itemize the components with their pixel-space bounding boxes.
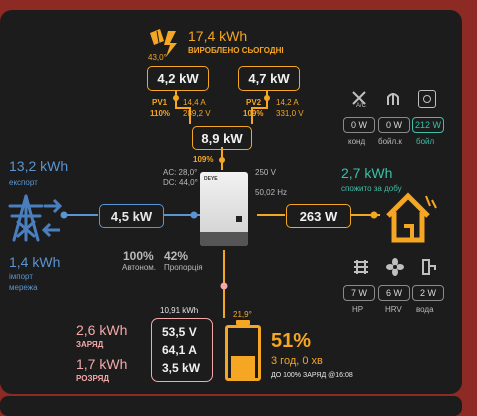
inverter-ac-temp: AC: 28,0°: [163, 168, 198, 177]
battery-full-at: ДО 100% ЗАРЯД @16:08: [271, 372, 353, 379]
device-hp-value[interactable]: 7 W: [343, 285, 375, 301]
grid-import-label-2: мережа: [9, 283, 38, 292]
inverter-voltage: 250 V: [255, 168, 276, 177]
boiler-icon: [418, 90, 436, 108]
inverter-dc-temp: DC: 44,0°: [163, 178, 198, 187]
ac-icon: A/C: [350, 89, 368, 112]
pv2-current: 14,2 A: [276, 98, 299, 107]
battery-charge-label: ЗАРЯД: [76, 340, 104, 349]
grid-flow-dot: [60, 211, 68, 219]
pv2-line: [251, 91, 268, 124]
pv-total-percent: 109%: [193, 155, 214, 164]
battery-charge-value: 2,6 kWh: [76, 322, 128, 338]
device-water-value[interactable]: 2 W: [412, 285, 444, 301]
battery-temp: 21,9°: [233, 310, 252, 319]
pv1-name: PV1: [152, 98, 168, 107]
load-power-box[interactable]: 263 W: [286, 204, 351, 228]
pv1-voltage: 289,2 V: [183, 109, 211, 118]
battery-flow-dot: [220, 282, 228, 290]
load-consumed-label: спожито за добу: [341, 184, 402, 193]
battery-voltage: 53,5 V: [162, 325, 197, 339]
pv2-flow-dot: [264, 95, 270, 101]
device-water-label: вода: [416, 305, 434, 314]
grid-export-label: експорт: [9, 178, 38, 187]
fan-icon: [386, 258, 404, 281]
inverter-frequency: 50,02 Hz: [255, 188, 288, 197]
autonomy-label: Автоном.: [122, 263, 157, 272]
pv2-power-box[interactable]: 4,7 kW: [238, 66, 300, 91]
autonomy-value: 100%: [123, 249, 154, 263]
device-boiler-value[interactable]: 212 W: [412, 117, 444, 133]
ratio-value: 42%: [164, 249, 189, 263]
pv1-flow-dot: [173, 95, 179, 101]
pv1-percent: 110%: [150, 109, 171, 118]
solar-temp: 43,0°: [148, 53, 167, 62]
pv-total-power-box[interactable]: 8,9 kW: [192, 126, 252, 150]
water-pump-icon: [419, 258, 437, 281]
device-boiler-k-label: бойл.к: [378, 137, 402, 146]
battery-stats-box[interactable]: [151, 318, 213, 382]
house-icon[interactable]: [382, 190, 438, 251]
pv-flow-dot: [219, 157, 225, 163]
grid-export-value: 13,2 kWh: [9, 158, 69, 174]
pv2-name: PV2: [246, 98, 262, 107]
battery-power: 3,5 kW: [162, 361, 201, 375]
load-flow-dot: [370, 211, 378, 219]
pv1-current: 14,4 A: [183, 98, 206, 107]
pv2-percent: 109%: [243, 109, 264, 118]
solar-produced-label: ВИРОБЛЕНО СЬОГОДНІ: [188, 46, 284, 55]
device-hrv-label: HRV: [385, 305, 402, 314]
battery-soc: 51%: [271, 330, 312, 352]
grid-power-box[interactable]: 4,5 kW: [99, 204, 164, 228]
ratio-label: Пропорція: [164, 263, 203, 272]
device-ac-value[interactable]: 0 W: [343, 117, 375, 133]
grid-import-label-1: імпорт: [9, 272, 33, 281]
inverter-image[interactable]: DEYE: [200, 172, 248, 246]
battery-energy: 10,91 kWh: [160, 306, 199, 315]
power-tower-icon: [8, 192, 64, 249]
heat-pump-icon: [352, 258, 370, 281]
battery-discharge-label: РОЗРЯД: [76, 374, 110, 383]
device-ac-label: конд: [348, 137, 366, 146]
grid-import-value: 1,4 kWh: [9, 254, 61, 270]
battery-current: 64,1 A: [162, 343, 197, 357]
device-hrv-value[interactable]: 6 W: [378, 285, 410, 301]
device-boiler-label: бойл: [416, 137, 435, 146]
solar-produced-value: 17,4 kWh: [188, 28, 248, 44]
battery-time-left: 3 год, 0 хв: [271, 355, 323, 367]
battery-level-fill: [231, 356, 255, 378]
flow-lines: [60, 91, 380, 318]
device-hp-label: HP: [352, 305, 364, 314]
inverter-brand-logo: DEYE: [204, 176, 218, 182]
boiler-k-icon: [384, 89, 402, 112]
pv2-voltage: 331,0 V: [276, 109, 304, 118]
battery-discharge-value: 1,7 kWh: [76, 356, 128, 372]
grid-flow-dot-2: [190, 211, 198, 219]
svg-text:A/C: A/C: [356, 103, 367, 107]
battery-icon[interactable]: [225, 320, 261, 381]
solar-panel-icon: [146, 27, 186, 62]
inverter-display-icon: [236, 216, 242, 222]
load-consumed-value: 2,7 kWh: [341, 165, 393, 181]
pv1-power-box[interactable]: 4,2 kW: [147, 66, 209, 91]
device-boiler-k-value[interactable]: 0 W: [378, 117, 410, 133]
